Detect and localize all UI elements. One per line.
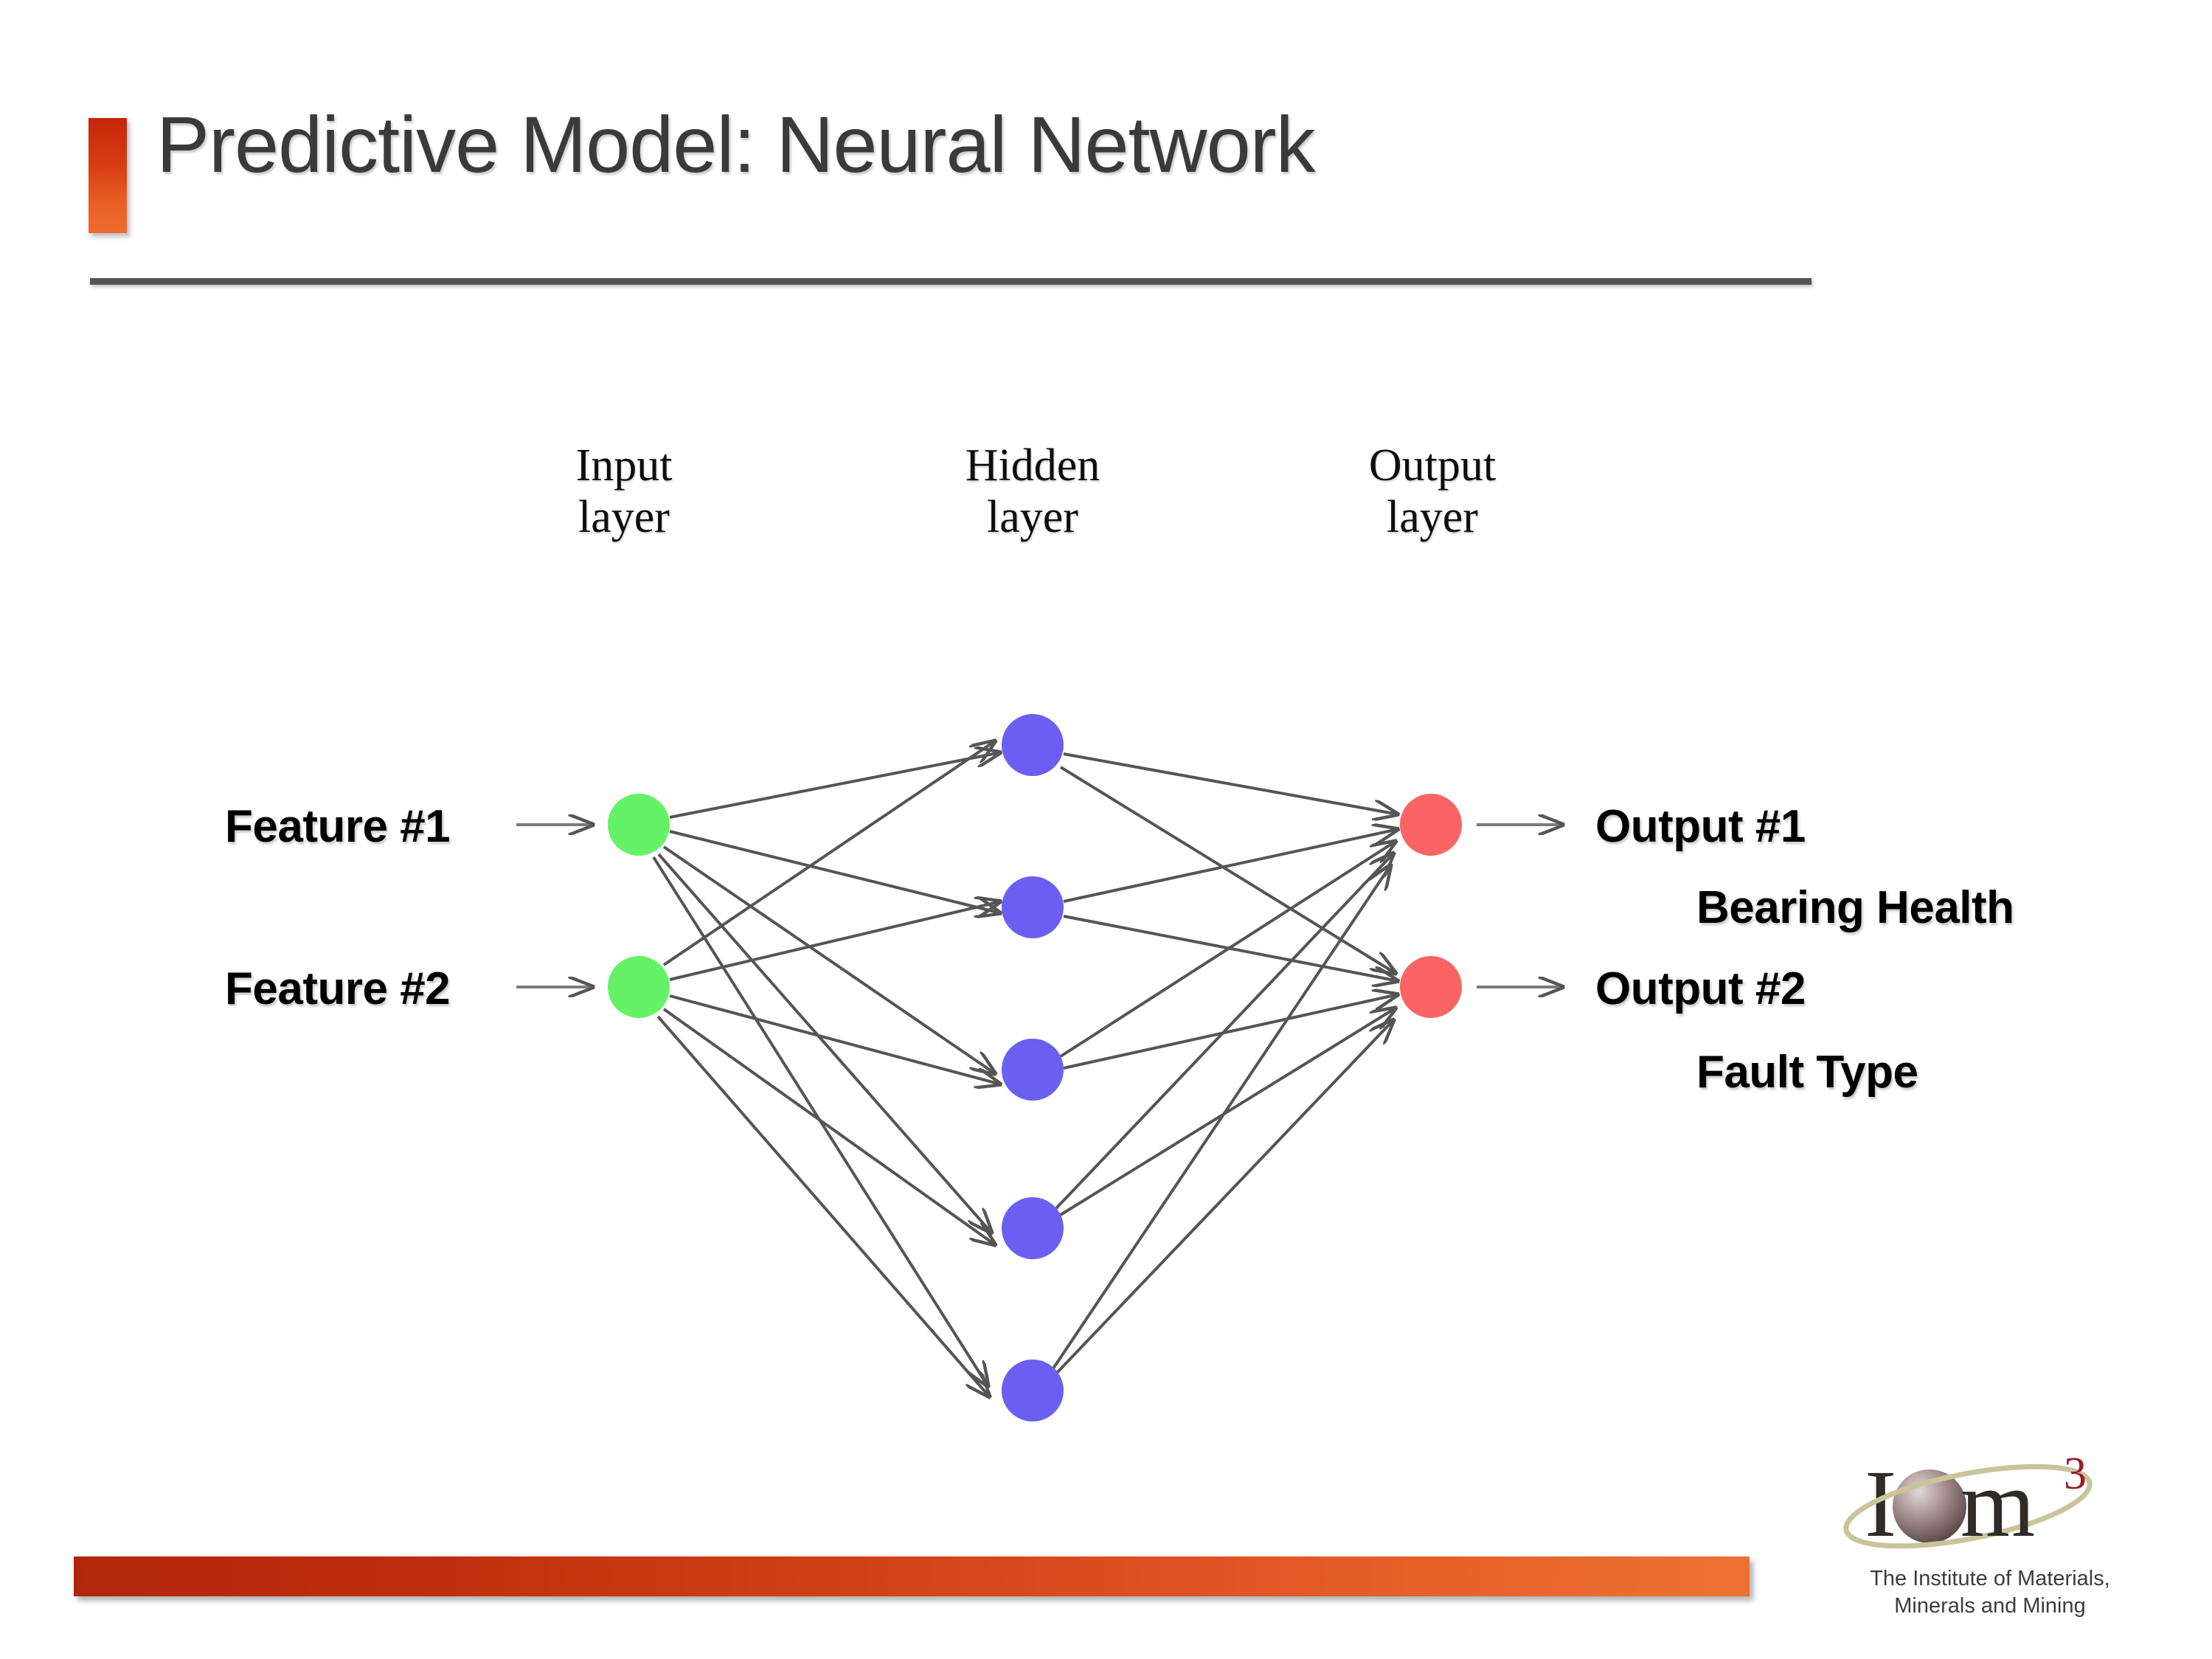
input-layer-nodes xyxy=(608,794,670,1018)
output-layer-nodes xyxy=(1400,794,1462,1018)
node-input-2[interactable] xyxy=(608,956,670,1018)
feature-2-label: Feature #2 xyxy=(225,963,451,1014)
iom3-logo-mark: I m m 3 xyxy=(1843,1453,2093,1557)
layer-label-hidden-line2: layer xyxy=(987,492,1078,543)
layer-label-hidden: Hidden layer xyxy=(900,440,1165,543)
node-output-2[interactable] xyxy=(1400,956,1462,1018)
layer-label-output-line1: Output xyxy=(1368,440,1497,491)
layer-label-input: Input layer xyxy=(491,440,757,543)
layer-label-output: Output layer xyxy=(1300,440,1565,543)
iom3-letter-m-overlay: m xyxy=(1960,1453,2035,1557)
layer-label-output-line2: layer xyxy=(1387,492,1478,543)
footer-accent-bar xyxy=(74,1556,1750,1596)
fault-type-label: Fault Type xyxy=(1696,1047,1918,1098)
node-hidden-1[interactable] xyxy=(1002,714,1064,776)
node-hidden-3[interactable] xyxy=(1002,1039,1064,1101)
node-hidden-2[interactable] xyxy=(1002,876,1064,938)
iom3-orbit-ring-icon xyxy=(1843,1464,2093,1549)
output-1-label: Output #1 xyxy=(1595,801,1806,852)
node-hidden-5[interactable] xyxy=(1002,1360,1064,1421)
node-output-1[interactable] xyxy=(1400,794,1462,856)
iom3-superscript-3: 3 xyxy=(2064,1453,2087,1499)
output-2-label: Output #2 xyxy=(1595,963,1806,1014)
edges-hidden-to-output xyxy=(1052,752,1398,1375)
bearing-health-label: Bearing Health xyxy=(1696,882,2014,933)
iom3-caption-line1: The Institute of Materials, xyxy=(1870,1567,2110,1590)
layer-label-input-line2: layer xyxy=(578,492,670,543)
layer-label-hidden-line1: Hidden xyxy=(965,440,1100,491)
iom3-caption-line2: Minerals and Mining xyxy=(1894,1594,2086,1618)
io-arrows xyxy=(516,825,1564,987)
feature-1-label: Feature #1 xyxy=(225,801,451,852)
iom3-logo: I m m 3 The Institute of Materials, Mine… xyxy=(1842,1453,2138,1638)
title-accent-bar xyxy=(89,118,127,233)
page-title: Predictive Model: Neural Network xyxy=(156,100,1316,189)
edges-input-to-hidden xyxy=(652,741,1001,1397)
iom3-caption: The Institute of Materials, Minerals and… xyxy=(1842,1565,2138,1620)
hidden-layer-nodes xyxy=(1002,714,1064,1421)
title-divider xyxy=(90,278,1811,285)
node-input-1[interactable] xyxy=(608,794,670,856)
node-hidden-4[interactable] xyxy=(1002,1197,1064,1259)
layer-label-input-line1: Input xyxy=(575,440,673,491)
